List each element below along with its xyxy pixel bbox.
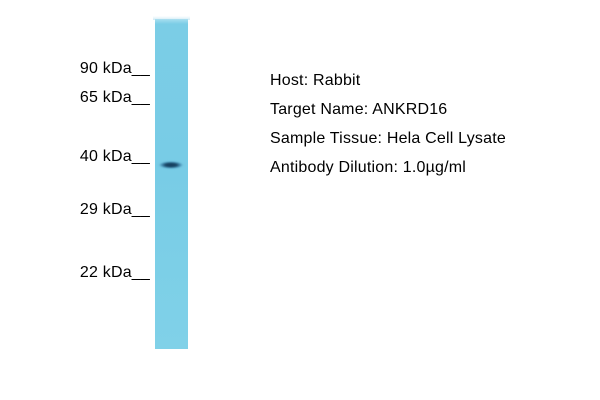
annotation-block: Host: Rabbit Target Name: ANKRD16 Sample…: [270, 66, 506, 182]
marker-label-40kda: 40 kDa__: [79, 148, 150, 165]
protein-band: [156, 160, 186, 170]
western-blot-lane: [153, 16, 190, 349]
marker-label-90kda: 90 kDa__: [79, 60, 150, 77]
marker-label-22kda: 22 kDa__: [79, 264, 150, 281]
antibody-dilution-line: Antibody Dilution: 1.0µg/ml: [270, 159, 467, 176]
host-line: Host: Rabbit: [270, 72, 361, 89]
marker-label-29kda: 29 kDa__: [79, 201, 150, 218]
target-name-line: Target Name: ANKRD16: [270, 101, 448, 118]
marker-label-65kda: 65 kDa__: [79, 89, 150, 106]
sample-tissue-line: Sample Tissue: Hela Cell Lysate: [270, 130, 506, 147]
